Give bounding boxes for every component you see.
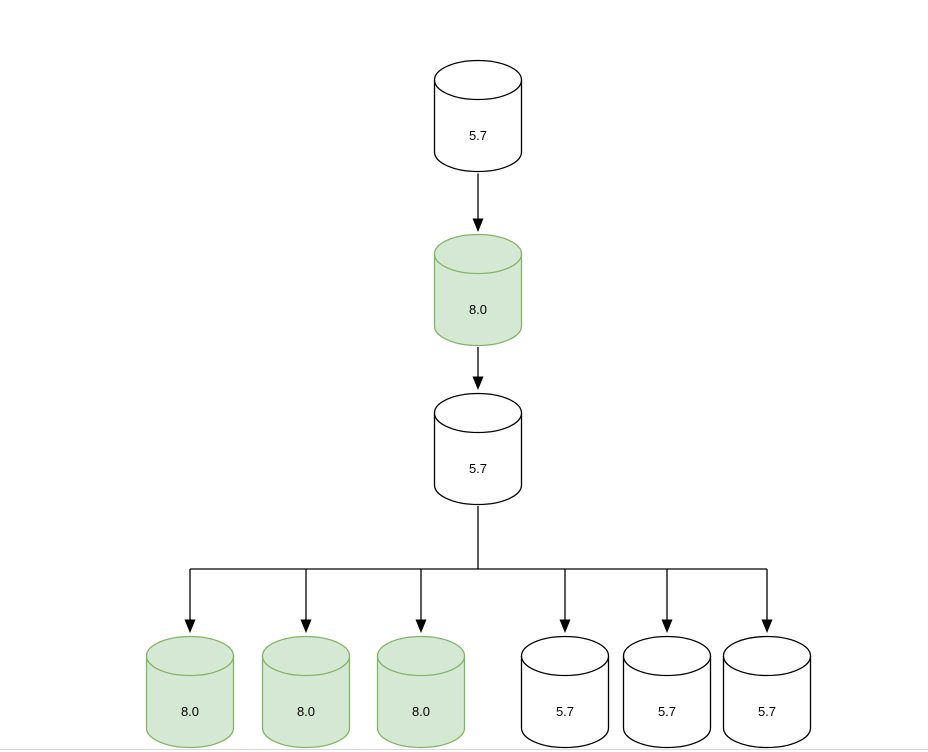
arrowhead-icon [661,619,673,633]
database-cylinder-icon [376,635,466,749]
db-cylinder-3[interactable]: 5.7 [433,392,523,506]
edge-db1-db2[interactable] [472,173,484,233]
canvas-bottom-edge [0,749,928,750]
edge-db2-db3[interactable] [472,347,484,390]
db-version-label: 5.7 [757,703,777,719]
database-cylinder-icon [433,233,523,347]
arrowhead-icon [415,619,427,633]
db-cylinder-4[interactable]: 8.0 [145,635,235,749]
db-version-label: 5.7 [657,703,677,719]
database-cylinder-icon [722,635,812,749]
edge-db3-db7[interactable] [559,569,571,633]
edge-db3-db6[interactable] [415,569,427,633]
arrowhead-icon [184,619,196,633]
db-version-label: 8.0 [180,703,200,719]
database-cylinder-icon [145,635,235,749]
db-version-label: 5.7 [555,703,575,719]
db-cylinder-8[interactable]: 5.7 [622,635,712,749]
db-version-label: 8.0 [296,703,316,719]
db-cylinder-7[interactable]: 5.7 [520,635,610,749]
database-cylinder-icon [520,635,610,749]
db-version-label: 8.0 [411,703,431,719]
db-cylinder-6[interactable]: 8.0 [376,635,466,749]
database-cylinder-icon [433,392,523,506]
arrowhead-icon [559,619,571,633]
db-cylinder-1[interactable]: 5.7 [433,59,523,173]
edge-db3-db8[interactable] [661,569,673,633]
edge-db3-db5[interactable] [300,569,312,633]
arrowhead-icon [472,218,484,232]
db-cylinder-9[interactable]: 5.7 [722,635,812,749]
arrowhead-icon [300,619,312,633]
db-cylinder-5[interactable]: 8.0 [261,635,351,749]
db-cylinder-2[interactable]: 8.0 [433,233,523,347]
arrowhead-icon [761,619,773,633]
db-version-label: 5.7 [468,127,488,143]
database-cylinder-icon [622,635,712,749]
edge-fanout-trunk[interactable] [190,506,767,570]
database-cylinder-icon [261,635,351,749]
db-version-label: 5.7 [468,460,488,476]
database-cylinder-icon [433,59,523,173]
edge-db3-db9[interactable] [761,569,773,633]
db-version-label: 8.0 [468,301,488,317]
arrowhead-icon [472,376,484,390]
edge-db3-db4[interactable] [184,569,196,633]
